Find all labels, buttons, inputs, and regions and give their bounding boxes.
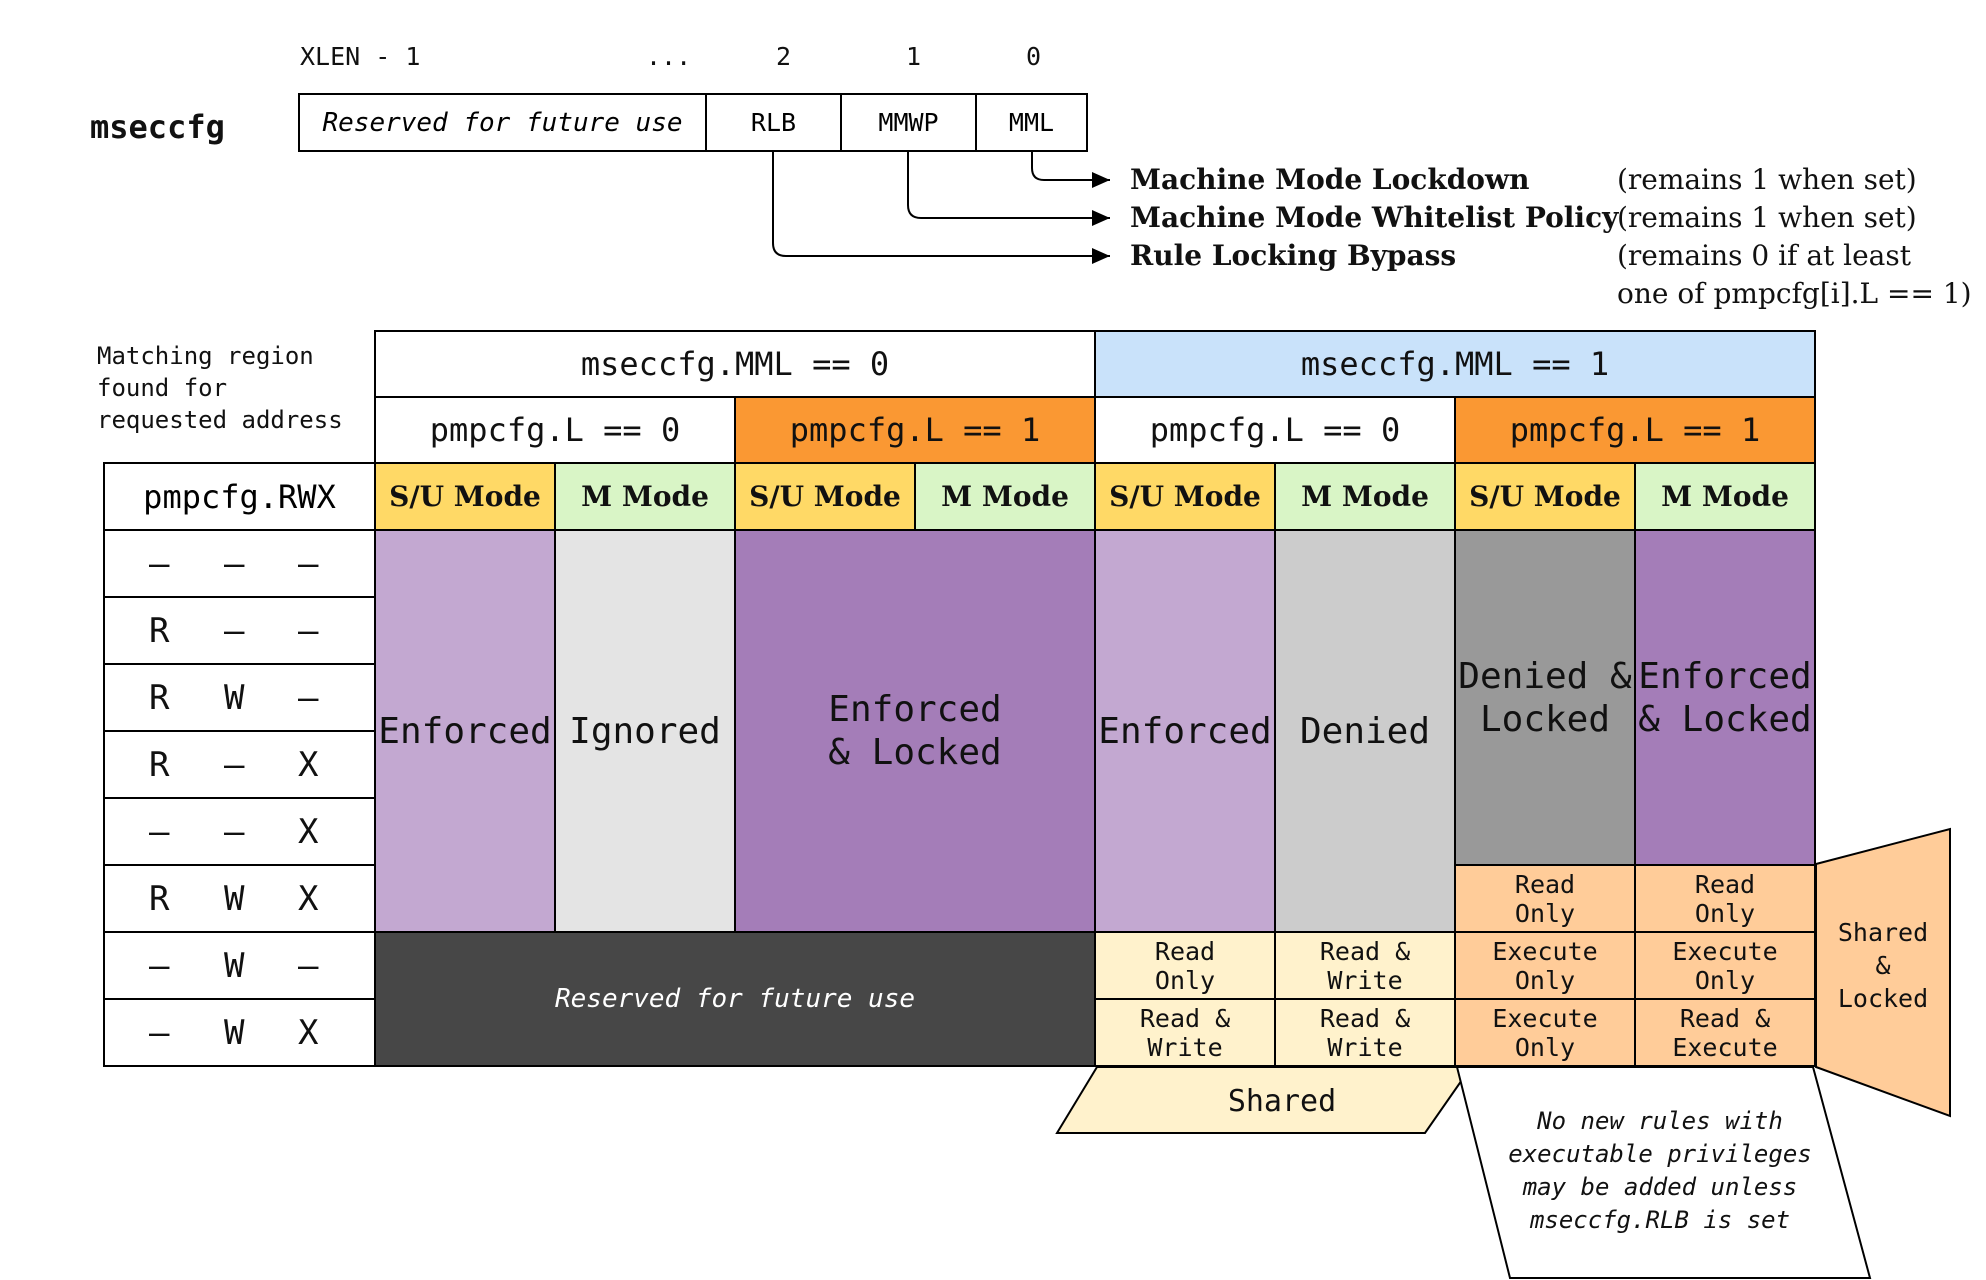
bit-label-2: 2 bbox=[776, 42, 792, 71]
cell-w-l0-su: Read Only bbox=[1094, 931, 1276, 1000]
rwx-r: – bbox=[149, 945, 170, 986]
cell-w-l1-m: Execute Only bbox=[1634, 931, 1816, 1000]
mode-mml0-l0-su: S/U Mode bbox=[374, 462, 556, 531]
rwx-x: X bbox=[298, 1012, 319, 1053]
rwx-w: – bbox=[224, 543, 245, 584]
rwx-r: R bbox=[149, 677, 170, 718]
rwx-w: W bbox=[224, 945, 245, 986]
cell-reserved: Reserved for future use bbox=[374, 931, 1096, 1067]
rwx-w: W bbox=[224, 1012, 245, 1053]
rwx-w: W bbox=[224, 677, 245, 718]
shared-locked-callout-shape bbox=[1815, 827, 1951, 1118]
corner-label: Matching region found for requested addr… bbox=[97, 342, 343, 434]
bit-label-dots: ... bbox=[646, 42, 692, 71]
header-mml1-l1: pmpcfg.L == 1 bbox=[1454, 396, 1816, 464]
rwx-x: – bbox=[298, 945, 319, 986]
def-name-mml: Machine Mode Lockdown bbox=[1130, 163, 1530, 196]
cell-rwx-l1-su: Read Only bbox=[1454, 864, 1636, 933]
rwx-x: X bbox=[298, 811, 319, 852]
register-field-mml: MML bbox=[975, 93, 1088, 152]
arrow-mml bbox=[1031, 152, 1110, 188]
rwx-x: – bbox=[298, 543, 319, 584]
rwx-w: – bbox=[224, 610, 245, 651]
cell-wx-l0-m: Read & Write bbox=[1274, 998, 1456, 1067]
rwx-row-4: R – X bbox=[103, 730, 376, 799]
mode-mml1-l0-su: S/U Mode bbox=[1094, 462, 1276, 531]
rwx-w: W bbox=[224, 878, 245, 919]
rwx-r: R bbox=[149, 744, 170, 785]
cell-mml1-l1-su: Denied & Locked bbox=[1454, 529, 1636, 866]
note-callout-shape bbox=[1455, 1066, 1872, 1279]
rwx-w: – bbox=[224, 744, 245, 785]
cell-wx-l0-su: Read & Write bbox=[1094, 998, 1276, 1067]
mode-mml1-l0-m: M Mode bbox=[1274, 462, 1456, 531]
cell-mml1-l1-m: Enforced & Locked bbox=[1634, 529, 1816, 866]
cell-rwx-l1-m: Read Only bbox=[1634, 864, 1816, 933]
mode-mml0-l1-su: S/U Mode bbox=[734, 462, 916, 531]
rwx-r: – bbox=[149, 1012, 170, 1053]
def-name-rlb: Rule Locking Bypass bbox=[1130, 239, 1457, 272]
cell-wx-l1-m: Read & Execute bbox=[1634, 998, 1816, 1067]
def-name-mmwp: Machine Mode Whitelist Policy bbox=[1130, 201, 1619, 234]
cell-w-l1-su: Execute Only bbox=[1454, 931, 1636, 1000]
rwx-x: X bbox=[298, 878, 319, 919]
rwx-row-3: R W – bbox=[103, 663, 376, 732]
header-mml0-l1: pmpcfg.L == 1 bbox=[734, 396, 1096, 464]
def-note-mml: (remains 1 when set) bbox=[1617, 163, 1917, 196]
rwx-w: – bbox=[224, 811, 245, 852]
register-field-reserved: Reserved for future use bbox=[298, 93, 707, 152]
note-text: No new rules with executable privileges … bbox=[1508, 1107, 1812, 1234]
cell-w-l0-m: Read & Write bbox=[1274, 931, 1456, 1000]
register-name: mseccfg bbox=[90, 108, 225, 146]
def-note-mmwp: (remains 1 when set) bbox=[1617, 201, 1917, 234]
rwx-r: R bbox=[149, 878, 170, 919]
shared-label: Shared bbox=[1227, 1084, 1337, 1119]
rwx-r: R bbox=[149, 610, 170, 651]
bit-label-xlen: XLEN - 1 bbox=[300, 42, 421, 71]
rwx-r: – bbox=[149, 543, 170, 584]
shared-callout-shape bbox=[1055, 1066, 1473, 1134]
rwx-x: – bbox=[298, 677, 319, 718]
bit-label-1: 1 bbox=[906, 42, 922, 71]
shared-locked-label: Shared & Locked bbox=[1837, 918, 1929, 1013]
cell-mml1-l0-su: Enforced bbox=[1094, 529, 1276, 933]
mode-mml1-l1-m: M Mode bbox=[1634, 462, 1816, 531]
rwx-r: – bbox=[149, 811, 170, 852]
rwx-x: – bbox=[298, 610, 319, 651]
rwx-x: X bbox=[298, 744, 319, 785]
cell-mml0-l1: Enforced & Locked bbox=[734, 529, 1096, 933]
arrow-rlb bbox=[772, 152, 1110, 264]
def-note-rlb-1: (remains 0 if at least bbox=[1617, 239, 1911, 272]
arrow-mmwp bbox=[907, 152, 1110, 226]
header-mml1: mseccfg.MML == 1 bbox=[1094, 330, 1816, 398]
header-mml1-l0: pmpcfg.L == 0 bbox=[1094, 396, 1456, 464]
rwx-row-1: – – – bbox=[103, 529, 376, 598]
bit-label-0: 0 bbox=[1026, 42, 1042, 71]
def-note-rlb-2: one of pmpcfg[i].L == 1) bbox=[1617, 277, 1972, 310]
cell-mml0-l0-su: Enforced bbox=[374, 529, 556, 933]
